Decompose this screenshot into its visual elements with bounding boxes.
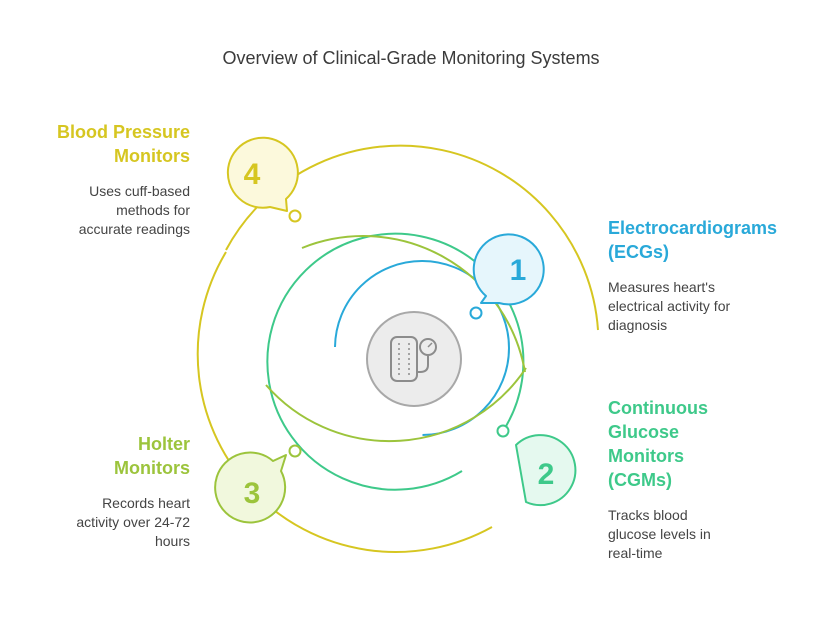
item-3-desc-line: activity over 24-72 [76,514,190,530]
badge-3 [214,451,287,524]
item-3-description: Records heart activity over 24-72 hours [20,494,190,551]
item-2-desc-line: Tracks blood [608,507,688,523]
badge-1-number: 1 [510,254,527,287]
blood-pressure-monitor-icon [366,311,462,407]
badge-4 [226,136,299,212]
item-2-description: Tracks blood glucose levels in real-time [608,506,711,563]
item-3-title: Holter Monitors [20,432,190,480]
item-4-desc-line: methods for [116,202,190,218]
badge-4-number: 4 [244,158,261,191]
item-1-desc-line: Measures heart's [608,279,715,295]
ring-2-arc [266,232,525,491]
badge-2-number: 2 [538,458,555,491]
badge-3-number: 3 [244,477,261,510]
badge-1 [472,233,545,306]
item-1-title-line: Electrocardiograms [608,218,778,238]
ring-3-arc-lower [265,367,527,443]
ring-3-arc [301,235,526,373]
ring-3-dot [288,444,302,458]
item-2-title: Continuous Glucose Monitors (CGMs) [608,396,708,492]
item-1-title-line: (ECGs) [608,242,670,262]
item-1-desc-line: electrical activity for [608,298,731,314]
item-3-desc-line: Records heart [102,495,190,511]
ring-4-dot [288,209,302,223]
ring-2-dot [496,424,510,438]
item-4-desc-line: accurate readings [78,221,190,237]
item-2-title-line: Continuous [608,398,708,418]
item-3-desc-line: hours [154,533,190,549]
item-2-title-line: (CGMs) [608,470,672,490]
item-4-desc-line: Uses cuff-based [89,183,190,199]
item-3-title-line: Monitors [114,458,190,478]
diagram-title: Overview of Clinical-Grade Monitoring Sy… [222,48,600,68]
item-3-title-line: Holter [137,434,190,454]
item-1-desc-line: diagnosis [608,317,668,333]
item-4-title-line: Blood Pressure [56,122,190,142]
badge-2 [515,434,577,507]
ring-1-dot [469,306,483,320]
item-2-desc-line: glucose levels in [608,526,711,542]
item-4-title: Blood Pressure Monitors [20,120,190,168]
item-2-title-line: Monitors [608,446,684,466]
item-1-description: Measures heart's electrical activity for… [608,278,730,335]
item-2-title-line: Glucose [608,422,680,442]
item-1-title: Electrocardiograms (ECGs) [608,216,777,264]
item-2-desc-line: real-time [608,545,663,561]
item-4-description: Uses cuff-based methods for accurate rea… [20,182,190,239]
item-4-title-line: Monitors [114,146,190,166]
